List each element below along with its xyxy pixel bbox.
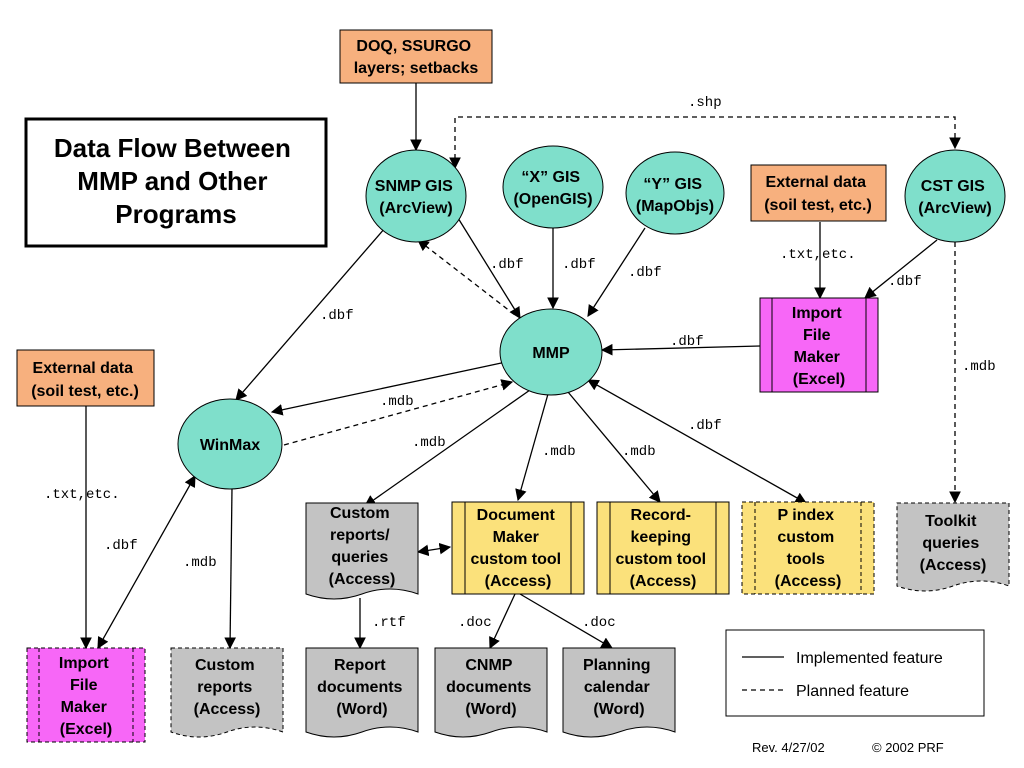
edge-winmax-customreports bbox=[224, 487, 236, 650]
node-cnmp-documents: CNMP documents (Word) bbox=[434, 647, 548, 738]
node-planning-calendar-label: Planning calendar (Word) bbox=[583, 657, 655, 718]
edge-doc-cnmp bbox=[489, 593, 516, 650]
node-cst-gis: CST GIS (ArcView) bbox=[904, 149, 1006, 243]
label-mmp-pindex: .dbf bbox=[688, 418, 722, 434]
node-external-data-top-label: External data (soil test, etc.) bbox=[764, 174, 872, 214]
node-toolkit-queries-label: Toolkit queries (Access) bbox=[920, 513, 987, 574]
node-cnmp-documents-label: CNMP documents (Word) bbox=[446, 657, 536, 718]
label-custom-rtf: .rtf bbox=[372, 615, 406, 631]
edge-cst-import bbox=[864, 239, 938, 299]
node-external-data-top: External data (soil test, etc.) bbox=[750, 164, 887, 222]
node-document-maker-label: Document Maker custom tool (Access) bbox=[470, 507, 565, 590]
node-x-gis: “X” GIS (OpenGIS) bbox=[502, 145, 604, 229]
label-extleft-import: .txt,etc. bbox=[44, 487, 120, 503]
node-doq-label: DOQ, SSURGO layers; setbacks bbox=[354, 38, 479, 77]
edges bbox=[80, 82, 961, 650]
node-recordkeeping: Record- keeping custom tool (Access) bbox=[596, 501, 730, 595]
label-mmp-docmaker: .mdb bbox=[542, 444, 576, 460]
label-import-winmax: .dbf bbox=[104, 538, 138, 554]
edge-mmp-custom bbox=[364, 389, 531, 507]
node-external-data-left-label: External data (soil test, etc.) bbox=[31, 360, 139, 400]
legend-planned-label: Planned feature bbox=[796, 683, 909, 700]
node-custom-reports: Custom reports (Access) bbox=[170, 647, 284, 738]
node-planning-calendar: Planning calendar (Word) bbox=[562, 647, 676, 738]
node-winmax: WinMax bbox=[177, 398, 283, 490]
edge-snmp-winmax bbox=[235, 227, 386, 401]
label-winmax-mmp: .mdb bbox=[380, 394, 414, 410]
edge-import-mmp bbox=[600, 343, 761, 356]
node-report-documents-label: Report documents (Word) bbox=[317, 657, 407, 718]
label-import-mmp: .dbf bbox=[670, 334, 704, 350]
node-import-file-maker-bottom-label: Import File Maker (Excel) bbox=[59, 655, 113, 738]
node-custom-reports-queries: Custom reports/ queries (Access) bbox=[305, 502, 419, 600]
edge-doc-planning bbox=[519, 593, 614, 649]
label-doc-cnmp: .doc bbox=[458, 615, 492, 631]
footer-revision: Rev. 4/27/02 bbox=[752, 740, 825, 755]
edge-import-winmax bbox=[97, 474, 196, 650]
footer-copyright: © 2002 PRF bbox=[872, 740, 944, 755]
label-winmax-customreports: .mdb bbox=[183, 555, 217, 571]
node-custom-reports-queries-label: Custom reports/ queries (Access) bbox=[329, 505, 396, 588]
node-import-file-maker-top: Import File Maker (Excel) bbox=[759, 297, 879, 393]
title-text: Data Flow Between MMP and Other Programs bbox=[54, 133, 298, 229]
node-document-maker: Document Maker custom tool (Access) bbox=[451, 501, 585, 595]
node-report-documents: Report documents (Word) bbox=[305, 647, 419, 738]
edge-mmp-pindex bbox=[586, 379, 808, 504]
node-y-gis-label: “Y” GIS (MapObjs) bbox=[636, 176, 714, 215]
node-cst-gis-label: CST GIS (ArcView) bbox=[918, 178, 992, 217]
node-custom-reports-label: Custom reports (Access) bbox=[194, 657, 261, 718]
title-box: Data Flow Between MMP and Other Programs bbox=[24, 117, 328, 248]
node-mmp: MMP bbox=[499, 308, 603, 396]
label-ext-import: .txt,etc. bbox=[780, 247, 856, 263]
edge-mmp-docmaker bbox=[515, 393, 549, 502]
edge-winmax-mmp bbox=[283, 379, 514, 446]
node-x-gis-label: “X” GIS (OpenGIS) bbox=[513, 169, 592, 208]
node-mmp-label: MMP bbox=[532, 345, 570, 362]
node-y-gis: “Y” GIS (MapObjs) bbox=[625, 151, 725, 235]
label-shp: .shp bbox=[688, 95, 722, 111]
node-import-file-maker-top-label: Import File Maker (Excel) bbox=[792, 305, 846, 388]
node-external-data-left: External data (soil test, etc.) bbox=[16, 349, 155, 407]
node-doq: DOQ, SSURGO layers; setbacks bbox=[339, 29, 493, 84]
legend: Implemented feature Planned feature bbox=[725, 629, 985, 717]
label-cst-import: .dbf bbox=[888, 274, 922, 290]
node-recordkeeping-label: Record- keeping custom tool (Access) bbox=[615, 507, 710, 590]
edge-snmp-mmp-planned bbox=[417, 239, 516, 316]
edge-mmp-winmax bbox=[270, 361, 507, 416]
label-cst-toolkit: .mdb bbox=[962, 359, 996, 375]
node-import-file-maker-bottom: Import File Maker (Excel) bbox=[26, 647, 146, 743]
node-p-index-label: P index custom tools (Access) bbox=[775, 507, 842, 590]
label-x-mmp: .dbf bbox=[562, 257, 596, 273]
label-mmp-record: .mdb bbox=[622, 444, 656, 460]
node-snmp-gis: SNMP GIS (ArcView) bbox=[365, 149, 467, 243]
legend-implemented-label: Implemented feature bbox=[796, 650, 943, 667]
node-toolkit-queries: Toolkit queries (Access) bbox=[896, 502, 1010, 592]
label-snmp-winmax: .dbf bbox=[320, 308, 354, 324]
node-winmax-label: WinMax bbox=[200, 437, 260, 454]
node-snmp-gis-label: SNMP GIS (ArcView) bbox=[375, 178, 457, 217]
node-p-index: P index custom tools (Access) bbox=[741, 501, 875, 595]
edge-y-mmp bbox=[587, 227, 646, 317]
label-mmp-custom: .mdb bbox=[412, 435, 446, 451]
edge-labels: .shp .dbf .dbf .dbf .txt,etc. .dbf .dbf … bbox=[44, 95, 996, 631]
edge-shp bbox=[449, 116, 961, 170]
label-doc-planning: .doc bbox=[582, 615, 616, 631]
edge-snmp-mmp bbox=[457, 217, 521, 319]
label-snmp-mmp: .dbf bbox=[490, 257, 524, 273]
label-y-mmp: .dbf bbox=[628, 265, 662, 281]
edge-custom-docmaker bbox=[416, 542, 452, 557]
